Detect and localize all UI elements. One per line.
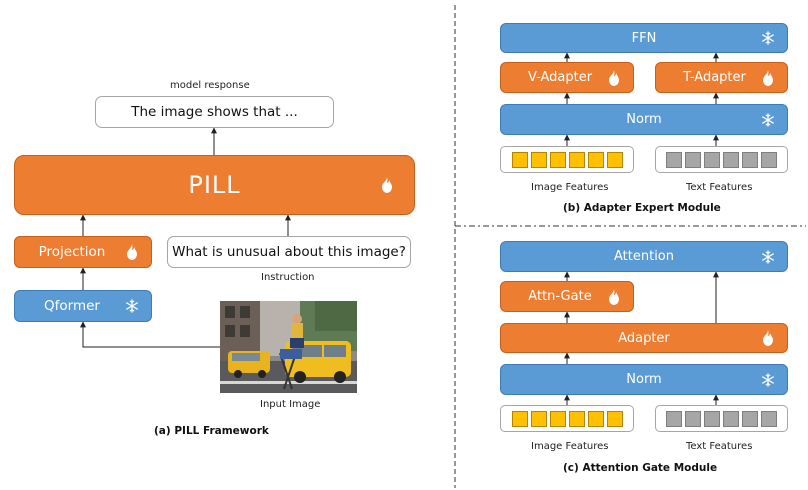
text-token bbox=[685, 410, 701, 427]
image-token bbox=[606, 151, 623, 168]
flame-icon bbox=[763, 69, 773, 86]
image-token bbox=[568, 410, 585, 427]
ffn-box: FFN bbox=[500, 23, 788, 53]
text-token bbox=[742, 410, 758, 427]
qformer-box: Qformer bbox=[14, 290, 152, 322]
instruction-box: What is unusual about this image? bbox=[167, 236, 411, 268]
caption-c: (c) Attention Gate Module bbox=[563, 462, 718, 474]
text-features-tokens-b bbox=[655, 146, 788, 173]
norm-box-b: Norm bbox=[500, 104, 788, 135]
projection-box: Projection bbox=[14, 236, 152, 268]
image-token bbox=[549, 410, 566, 427]
text-token bbox=[704, 410, 720, 427]
text-token bbox=[761, 410, 777, 427]
adapter-label: Adapter bbox=[618, 330, 670, 346]
text-token bbox=[761, 151, 777, 168]
adapter-box: Adapter bbox=[500, 323, 788, 353]
attn-gate-label: Attn-Gate bbox=[528, 289, 592, 304]
pill-label: PILL bbox=[188, 171, 241, 199]
snowflake-icon bbox=[762, 112, 774, 127]
flame-icon bbox=[382, 177, 392, 193]
ffn-label: FFN bbox=[631, 30, 657, 46]
image-token bbox=[511, 410, 528, 427]
text-token bbox=[723, 151, 739, 168]
text-token bbox=[704, 151, 720, 168]
text-token bbox=[742, 151, 758, 168]
image-features-tokens-b bbox=[500, 146, 634, 173]
response-text: The image shows that ... bbox=[131, 104, 298, 120]
pill-model-box: PILL bbox=[14, 155, 415, 215]
norm-box-c: Norm bbox=[500, 364, 788, 395]
flame-icon bbox=[609, 69, 619, 86]
response-box: The image shows that ... bbox=[95, 96, 334, 128]
snowflake-icon bbox=[126, 299, 138, 313]
attention-label: Attention bbox=[614, 249, 674, 264]
attention-box: Attention bbox=[500, 241, 788, 272]
flame-icon bbox=[127, 244, 137, 260]
arrow-image-to-qformer bbox=[80, 321, 220, 348]
image-token bbox=[549, 151, 566, 168]
snowflake-icon bbox=[762, 31, 774, 45]
text-features-label-b: Text Features bbox=[686, 182, 753, 193]
t-adapter-box: T-Adapter bbox=[655, 62, 788, 93]
v-adapter-label: V-Adapter bbox=[527, 70, 593, 85]
image-token bbox=[511, 151, 528, 168]
input-image-label: Input Image bbox=[260, 399, 321, 410]
image-token bbox=[530, 410, 547, 427]
norm-label-b: Norm bbox=[626, 112, 662, 127]
snowflake-icon bbox=[762, 372, 774, 387]
text-token bbox=[666, 410, 682, 427]
image-token bbox=[606, 410, 623, 427]
attn-gate-box: Attn-Gate bbox=[500, 281, 634, 312]
qformer-label: Qformer bbox=[44, 298, 100, 314]
caption-b: (b) Adapter Expert Module bbox=[563, 202, 721, 214]
caption-a: (a) PILL Framework bbox=[154, 425, 269, 437]
v-adapter-box: V-Adapter bbox=[500, 62, 634, 93]
image-token bbox=[587, 151, 604, 168]
flame-icon bbox=[763, 330, 773, 346]
snowflake-icon bbox=[762, 249, 774, 264]
text-token bbox=[666, 151, 682, 168]
input-image bbox=[220, 301, 357, 393]
image-features-label-b: Image Features bbox=[531, 182, 609, 193]
image-token bbox=[587, 410, 604, 427]
norm-label-c: Norm bbox=[626, 372, 662, 387]
text-features-label-c: Text Features bbox=[686, 441, 753, 452]
image-token bbox=[568, 151, 585, 168]
model-response-label: model response bbox=[170, 80, 250, 91]
text-token bbox=[723, 410, 739, 427]
image-features-label-c: Image Features bbox=[531, 441, 609, 452]
flame-icon bbox=[609, 288, 619, 305]
image-features-tokens-c bbox=[500, 405, 634, 432]
t-adapter-label: T-Adapter bbox=[683, 70, 746, 85]
image-token bbox=[530, 151, 547, 168]
instruction-label: Instruction bbox=[261, 272, 315, 283]
projection-label: Projection bbox=[38, 244, 106, 260]
text-features-tokens-c bbox=[655, 405, 788, 432]
question-text: What is unusual about this image? bbox=[172, 244, 406, 260]
text-token bbox=[685, 151, 701, 168]
